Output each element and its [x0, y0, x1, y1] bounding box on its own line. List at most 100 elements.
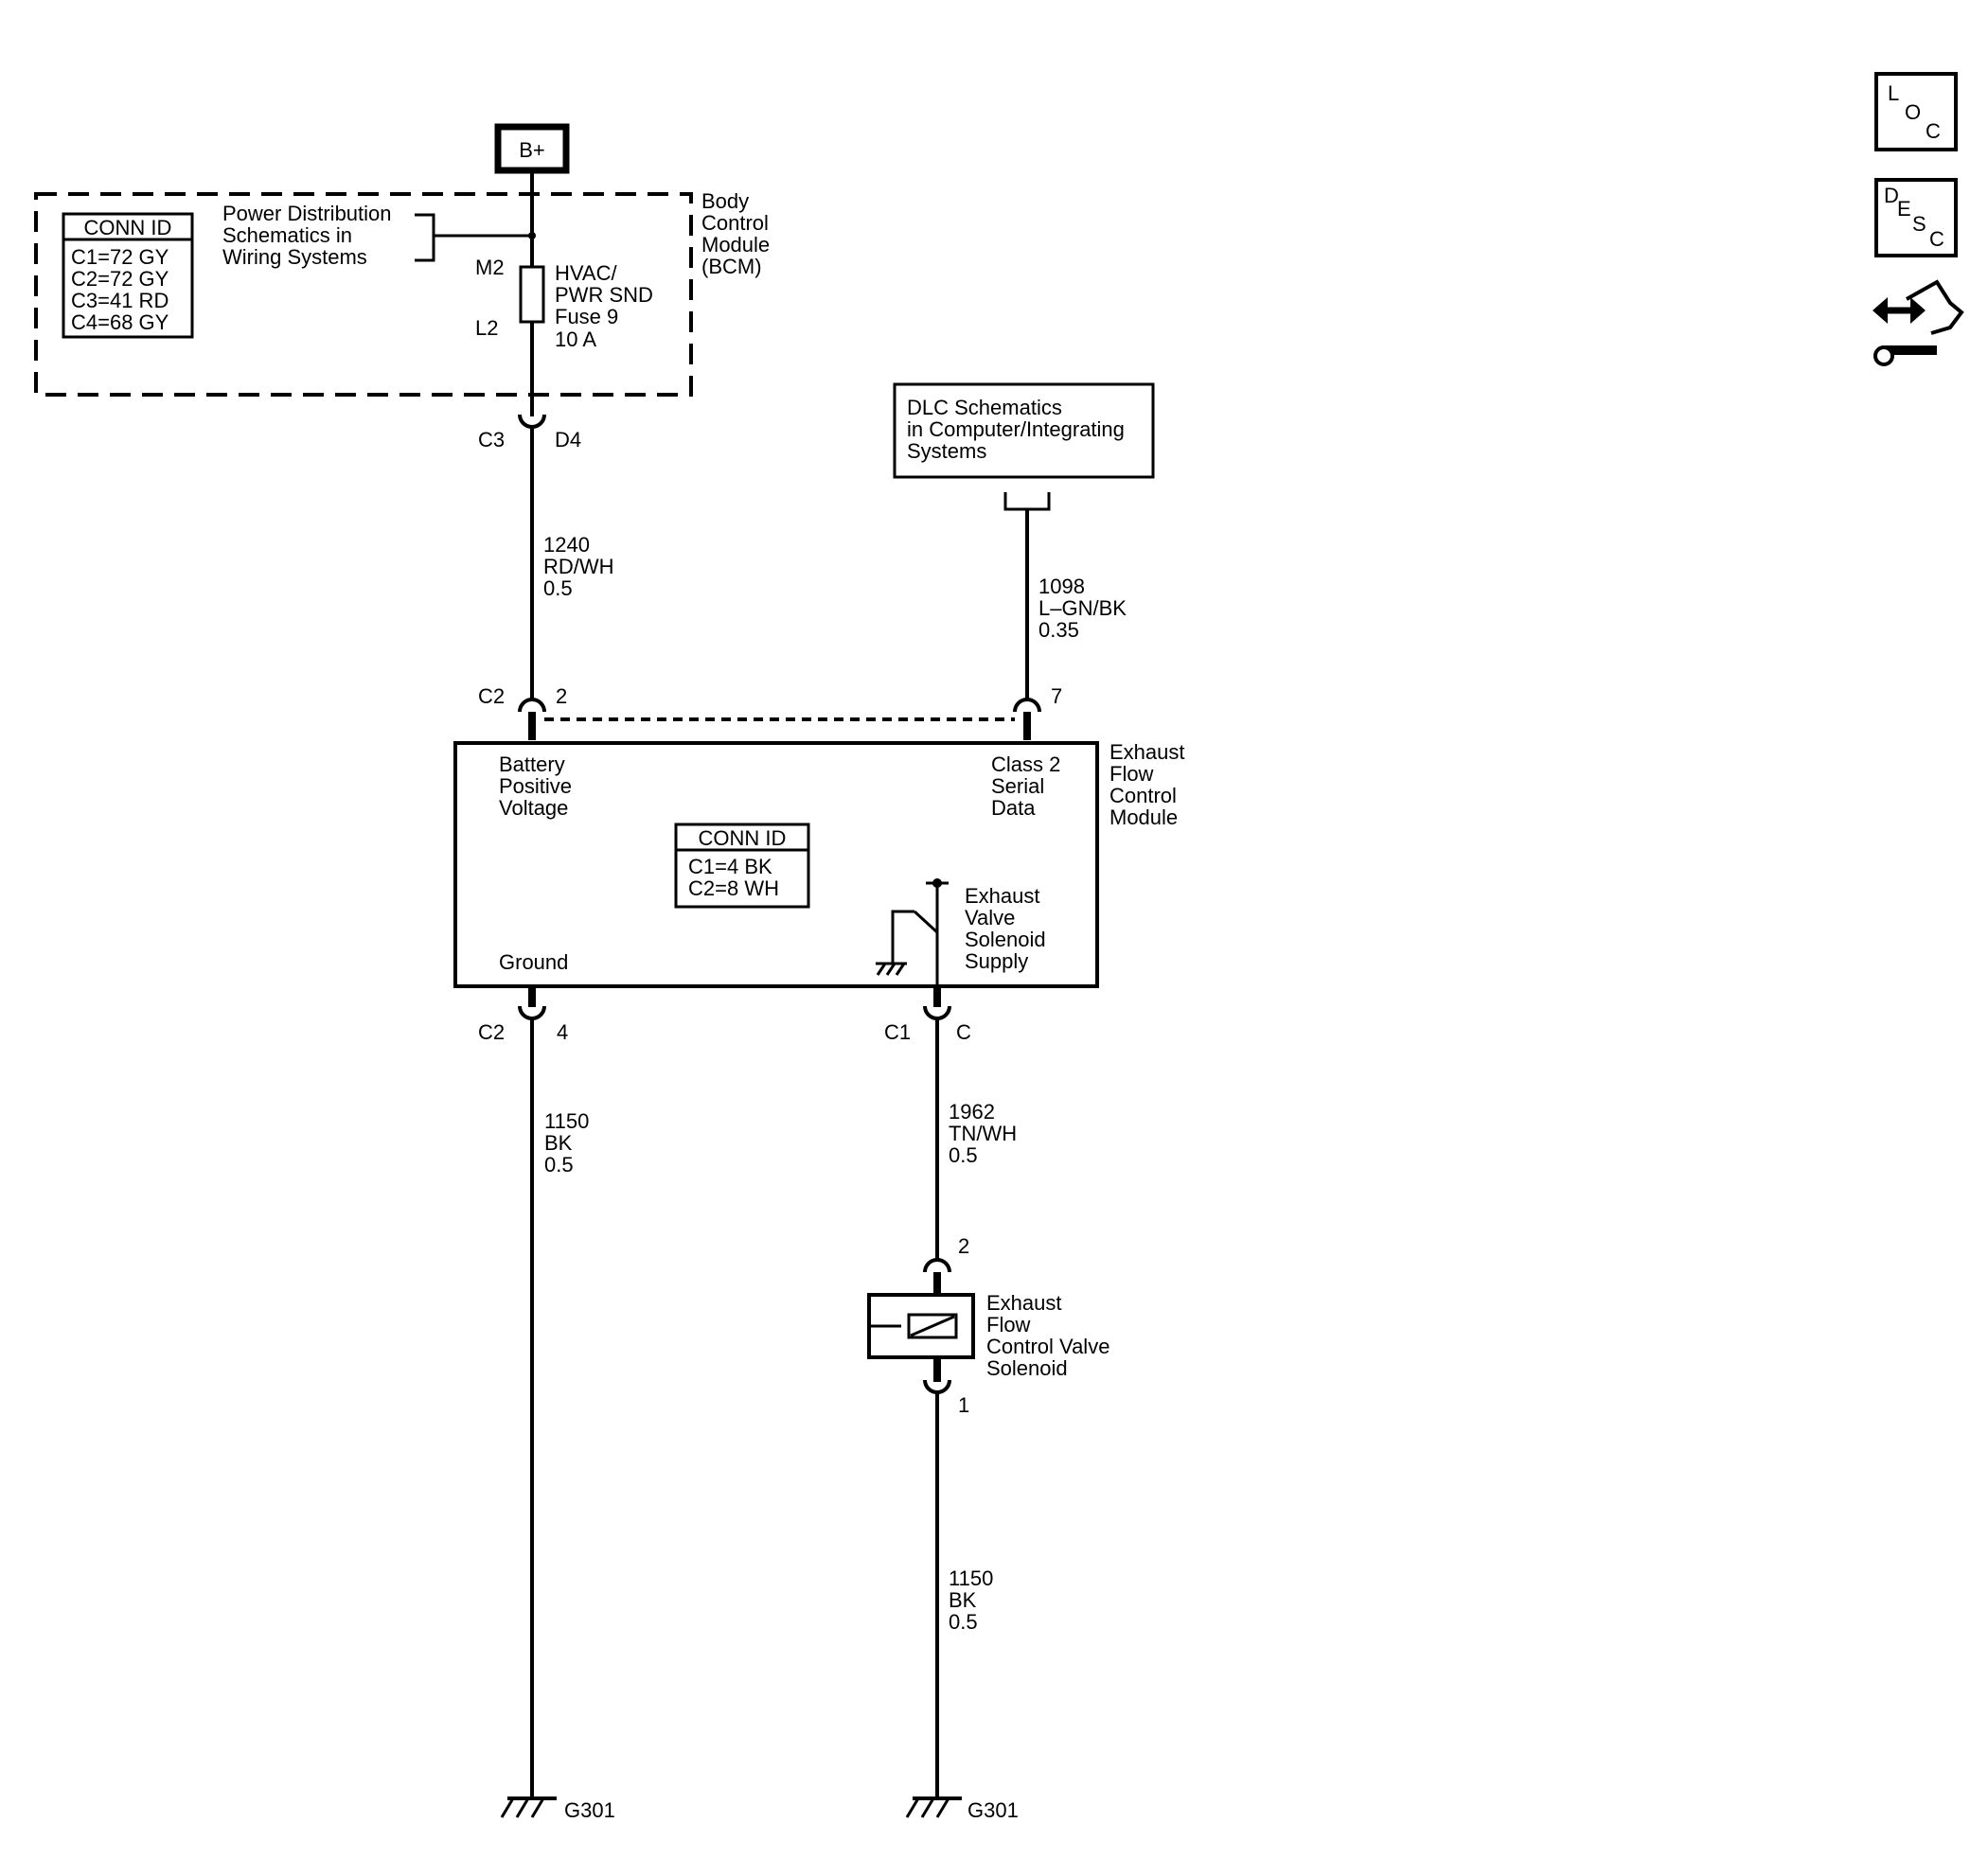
wire-circuit-number: 1150: [949, 1566, 993, 1590]
desc-icon[interactable]: D E S C: [1874, 178, 1958, 257]
bcm-conn-id-row: C2=72 GY: [71, 267, 169, 291]
ground-symbol: [500, 1796, 557, 1818]
wire-gauge: 0.35: [1038, 618, 1079, 642]
svg-text:L: L: [1888, 81, 1899, 105]
module-ground-wire: C2 4 1150 BK 0.5 G301: [478, 986, 615, 1822]
power-distribution-reference: Power Distribution Schematics in Wiring …: [222, 202, 536, 269]
solenoid-supply-wire: C1 C 1962 TN/WH 0.5: [884, 986, 1017, 1259]
efcm-supply-connector: C1: [884, 1020, 911, 1044]
svg-text:C: C: [1926, 119, 1941, 143]
dlc-label-line-1: DLC Schematics: [907, 396, 1062, 419]
supply-label-line-3: Solenoid: [965, 928, 1046, 951]
efcm-supply-pin: C: [956, 1020, 971, 1044]
efcm-ground-connector: C2: [478, 1020, 505, 1044]
battery-pin-label-line-1: Battery: [499, 752, 565, 776]
wire-color: RD/WH: [543, 555, 614, 578]
wire-color: BK: [544, 1131, 573, 1155]
bcm-conn-id-table: CONN ID C1=72 GY C2=72 GY C3=41 RD C4=68…: [62, 212, 194, 339]
efcm-ground-pin: 4: [557, 1020, 568, 1044]
bcm-label-line-4: (BCM): [701, 255, 762, 278]
bcm-label-line-2: Control: [701, 211, 769, 235]
class2-pin-label-line-1: Class 2: [991, 752, 1060, 776]
fuse-label-line-4: 10 A: [555, 327, 596, 351]
efcm-battery-pin: 2: [556, 684, 567, 708]
fuse-label-line-2: PWR SND: [555, 283, 653, 307]
exhaust-flow-control-module: Exhaust Flow Control Module Battery Posi…: [453, 740, 1185, 988]
dlc-label-line-2: in Computer/Integrating: [907, 417, 1125, 441]
wire-circuit-number: 1098: [1038, 575, 1085, 598]
hvac-pwr-snd-fuse: M2 L2 HVAC/ PWR SND Fuse 9 10 A: [475, 256, 653, 351]
wire-gauge: 0.5: [543, 576, 573, 600]
solenoid-label-line-4: Solenoid: [986, 1356, 1068, 1380]
ground-pin-label: Ground: [499, 950, 568, 974]
svg-text:S: S: [1912, 212, 1926, 236]
efcm-label-line-1: Exhaust: [1109, 740, 1185, 764]
dlc-label-line-3: Systems: [907, 439, 986, 463]
supply-label-line-4: Supply: [965, 949, 1028, 973]
efcm-conn-id-row: C2=8 WH: [688, 876, 779, 900]
bcm-conn-id-row: C1=72 GY: [71, 245, 169, 269]
solenoid-bottom-pin: 1: [958, 1393, 969, 1417]
battery-power-source: B+: [494, 123, 570, 174]
solenoid-ground-wire: 1150 BK 0.5 G301: [905, 1392, 1019, 1822]
battery-pin-label-line-2: Positive: [499, 774, 572, 798]
wire-color: TN/WH: [949, 1122, 1017, 1145]
bcm-out-pin: D4: [555, 428, 581, 451]
bcm-conn-id-title: CONN ID: [84, 216, 172, 239]
fuse-top-pin: M2: [475, 256, 505, 279]
wire-gauge: 0.5: [949, 1143, 978, 1167]
svg-text:D: D: [1884, 184, 1899, 207]
wire-circuit-number: 1962: [949, 1100, 995, 1124]
class2-serial-data-wire: 1098 L–GN/BK 0.35 7: [1013, 509, 1127, 740]
wire-gauge: 0.5: [949, 1610, 978, 1634]
power-dist-line-3: Wiring Systems: [222, 245, 367, 269]
wire-gauge: 0.5: [544, 1153, 574, 1177]
efcm-conn-id-table: CONN ID C1=4 BK C2=8 WH: [674, 823, 810, 909]
wire-color: BK: [949, 1588, 977, 1612]
bcm-out-connector: C3: [478, 428, 505, 451]
solenoid-label-line-1: Exhaust: [986, 1291, 1062, 1315]
efcm-class2-pin: 7: [1051, 684, 1062, 708]
bcm-label-line-1: Body: [701, 189, 749, 213]
bcm-conn-id-row: C4=68 GY: [71, 310, 169, 334]
efcm-conn-id-row: C1=4 BK: [688, 855, 772, 878]
battery-label: B+: [519, 138, 545, 162]
battery-pin-label-line-3: Voltage: [499, 796, 568, 820]
class2-pin-label-line-2: Serial: [991, 774, 1044, 798]
bcm-label-line-3: Module: [701, 233, 770, 257]
svg-text:C: C: [1929, 227, 1944, 251]
efcm-battery-connector: C2: [478, 684, 505, 708]
svg-text:O: O: [1905, 100, 1921, 124]
solenoid-label-line-2: Flow: [986, 1313, 1031, 1336]
supply-label-line-1: Exhaust: [965, 884, 1040, 908]
exhaust-flow-control-valve-solenoid: 2 1 Exhaust Flow Control Valve Solenoid: [867, 1234, 1109, 1417]
solenoid-supply-switch: [876, 878, 949, 986]
power-dist-line-1: Power Distribution: [222, 202, 392, 225]
supply-label-line-2: Valve: [965, 906, 1015, 929]
wire-circuit-number: 1240: [543, 533, 590, 557]
battery-feed-wire: C3 D4 1240 RD/WH 0.5 C2 2: [478, 170, 614, 740]
ground-location-label: G301: [967, 1798, 1019, 1822]
power-dist-line-2: Schematics in: [222, 223, 352, 247]
efcm-label-line-4: Module: [1109, 805, 1178, 829]
fuse-label-line-1: HVAC/: [555, 261, 617, 285]
dlc-schematics-reference: DLC Schematics in Computer/Integrating S…: [893, 382, 1155, 511]
bcm-conn-id-row: C3=41 RD: [71, 289, 169, 312]
wire-circuit-number: 1150: [544, 1109, 589, 1133]
ground-location-label: G301: [564, 1798, 615, 1822]
efcm-label-line-2: Flow: [1109, 762, 1154, 786]
body-control-module: Body Control Module (BCM) CONN ID C1=72 …: [34, 189, 770, 397]
loc-icon[interactable]: L O C: [1874, 72, 1958, 151]
efcm-conn-id-title: CONN ID: [699, 826, 787, 850]
efcm-label-line-3: Control: [1109, 784, 1177, 807]
fuse-label-line-3: Fuse 9: [555, 305, 618, 328]
fuse-bottom-pin: L2: [475, 316, 498, 340]
class2-pin-label-line-3: Data: [991, 796, 1036, 820]
solenoid-top-pin: 2: [958, 1234, 969, 1258]
connector-end-view-icon[interactable]: [1873, 279, 1964, 366]
wire-color: L–GN/BK: [1038, 596, 1127, 620]
solenoid-label-line-3: Control Valve: [986, 1335, 1109, 1358]
svg-text:E: E: [1897, 197, 1911, 221]
ground-symbol: [905, 1796, 962, 1818]
